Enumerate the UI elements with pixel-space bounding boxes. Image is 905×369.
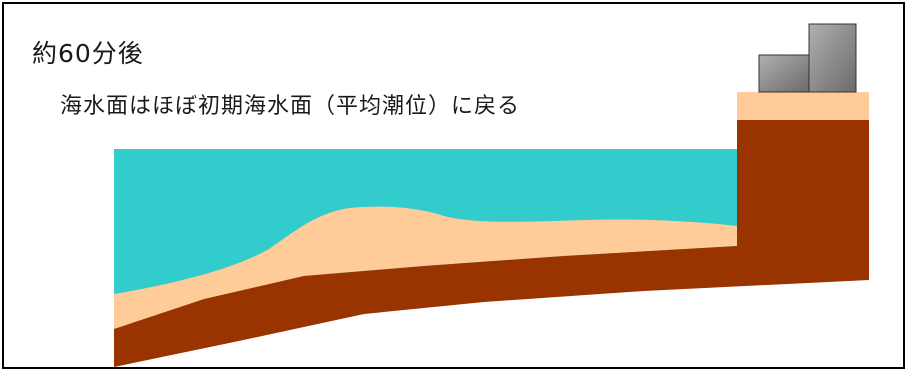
- subtitle-caption: 海水面はほぼ初期海水面（平均潮位）に戻る: [60, 94, 521, 119]
- building-tall: [808, 23, 857, 93]
- sand-seabed: [114, 206, 737, 329]
- page-title: 約60分後: [32, 39, 144, 68]
- cross-section-diagram: [114, 23, 869, 367]
- soil-layer: [114, 120, 869, 367]
- building-short: [758, 54, 810, 93]
- sand-coast-top: [737, 92, 869, 120]
